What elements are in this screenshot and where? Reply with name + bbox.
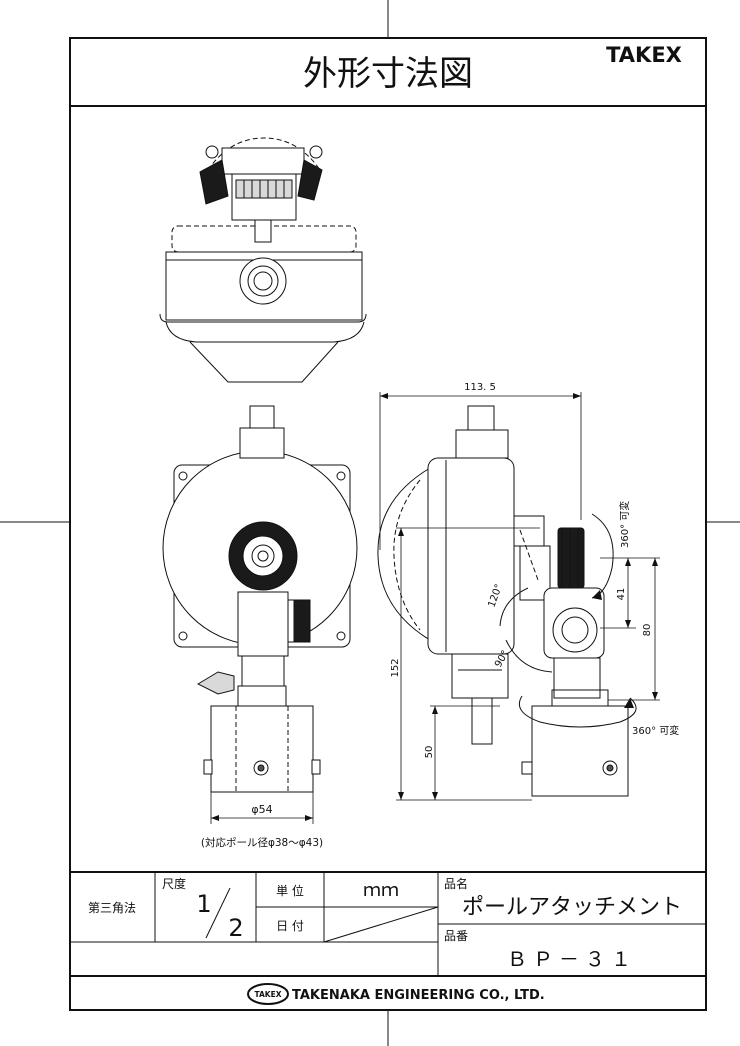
number-label: 品番 <box>444 929 468 943</box>
top-view <box>159 137 367 383</box>
dim-41: 41 <box>616 588 627 601</box>
top-bracket <box>221 147 305 175</box>
scale-denominator: 2 <box>228 914 243 942</box>
top-knob-right <box>297 159 323 201</box>
projection-label: 第三角法 <box>88 901 136 915</box>
front-top-cap <box>239 427 285 459</box>
dim-rotate-bottom: 360° 可変 <box>632 724 679 737</box>
dim-pole-diameter: φ54 <box>251 803 272 816</box>
top-view-cone <box>189 341 339 383</box>
company-name: TAKENAKA ENGINEERING CO., LTD. <box>292 988 545 1003</box>
front-side-screw <box>196 671 235 695</box>
dim-height-152: 152 <box>390 658 401 677</box>
scale-label: 尺度 <box>162 876 186 891</box>
side-hood <box>377 467 431 641</box>
sheet-frame <box>69 37 707 1011</box>
top-nut-outer <box>239 257 287 305</box>
rotate-arc-bottom <box>518 695 637 728</box>
side-top-cap <box>467 405 495 431</box>
dim-height-50: 50 <box>424 746 435 759</box>
dim-80: 80 <box>642 624 653 637</box>
front-view: φ54 (対応ポール径φ38～φ43) <box>162 405 358 849</box>
brand-logo: TAKEX <box>606 43 682 67</box>
name-label: 品名 <box>444 876 468 891</box>
sheet-title: 外形寸法図 <box>303 54 473 94</box>
rotate-arc-top <box>591 513 614 599</box>
company-logo-text: TAKEX <box>254 990 281 999</box>
side-pole-clamp <box>531 705 629 797</box>
side-view: 120° 90° 360° 可変 360° 可変 113. 5 152 50 4… <box>377 382 679 801</box>
front-pole-clamp <box>210 705 314 793</box>
unit-value: ｍｍ <box>363 880 399 901</box>
scale-numerator: 1 <box>196 890 211 918</box>
top-view-body <box>165 251 363 321</box>
product-number: ＢＰ－３１ <box>507 947 637 971</box>
top-stem <box>254 219 272 243</box>
product-name: ポールアタッチメント <box>462 895 682 920</box>
date-label: 日 付 <box>276 919 304 933</box>
front-bracket-body <box>237 591 289 657</box>
dim-rotate-top: 360° 可変 <box>618 501 631 548</box>
dim-width-113: 113. 5 <box>464 382 496 393</box>
unit-label: 単 位 <box>276 883 304 898</box>
top-knob-left <box>199 159 229 205</box>
company-logo-mark <box>247 983 289 1005</box>
title-block: 第三角法 尺度 1 2 単 位 ｍｍ 日 付 品名 ポールアタッチメント 品番 … <box>70 871 706 1005</box>
dim-pole-range: (対応ポール径φ38～φ43) <box>201 836 323 849</box>
side-body <box>427 457 515 655</box>
